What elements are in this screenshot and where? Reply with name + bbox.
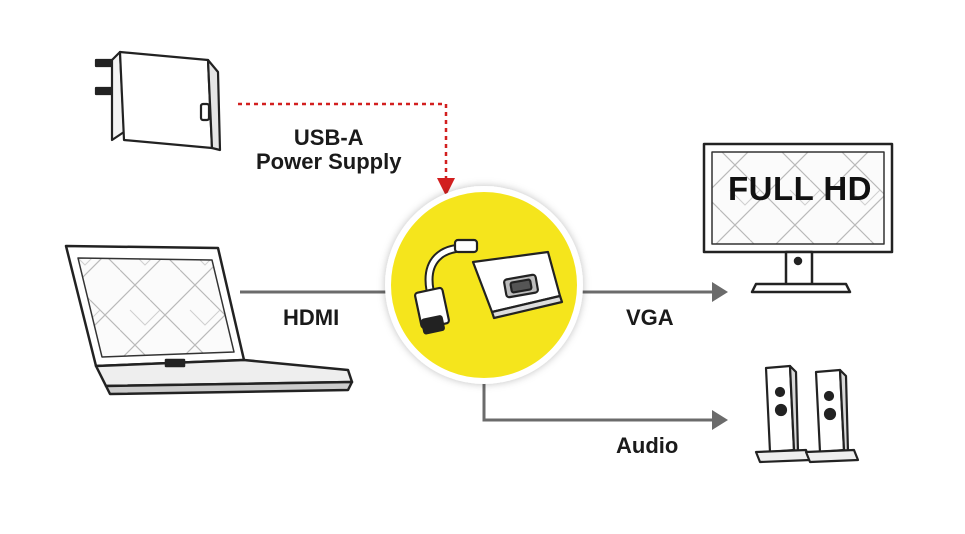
monitor-icon bbox=[702, 142, 894, 294]
audio-arrowhead bbox=[712, 410, 728, 430]
vga-arrowhead bbox=[712, 282, 728, 302]
power-supply-label-line1: USB-A bbox=[293, 125, 364, 150]
audio-label: Audio bbox=[616, 433, 679, 458]
monitor-screen-text: FULL HD bbox=[727, 170, 873, 207]
speakers-icon bbox=[754, 364, 860, 464]
hdmi-vga-adapter-icon bbox=[414, 238, 564, 335]
hdmi-label: HDMI bbox=[283, 305, 340, 330]
power-supply-label: USB-A Power Supply bbox=[256, 126, 401, 174]
power-connector-line bbox=[238, 102, 448, 180]
power-supply-label-line2: Power Supply bbox=[256, 149, 402, 174]
connector-lines bbox=[238, 102, 728, 430]
audio-connector-line bbox=[482, 375, 712, 422]
vga-label: VGA bbox=[626, 305, 674, 330]
laptop-icon bbox=[64, 244, 354, 396]
power-adapter-icon bbox=[94, 50, 222, 152]
power-arrowhead bbox=[437, 178, 455, 196]
